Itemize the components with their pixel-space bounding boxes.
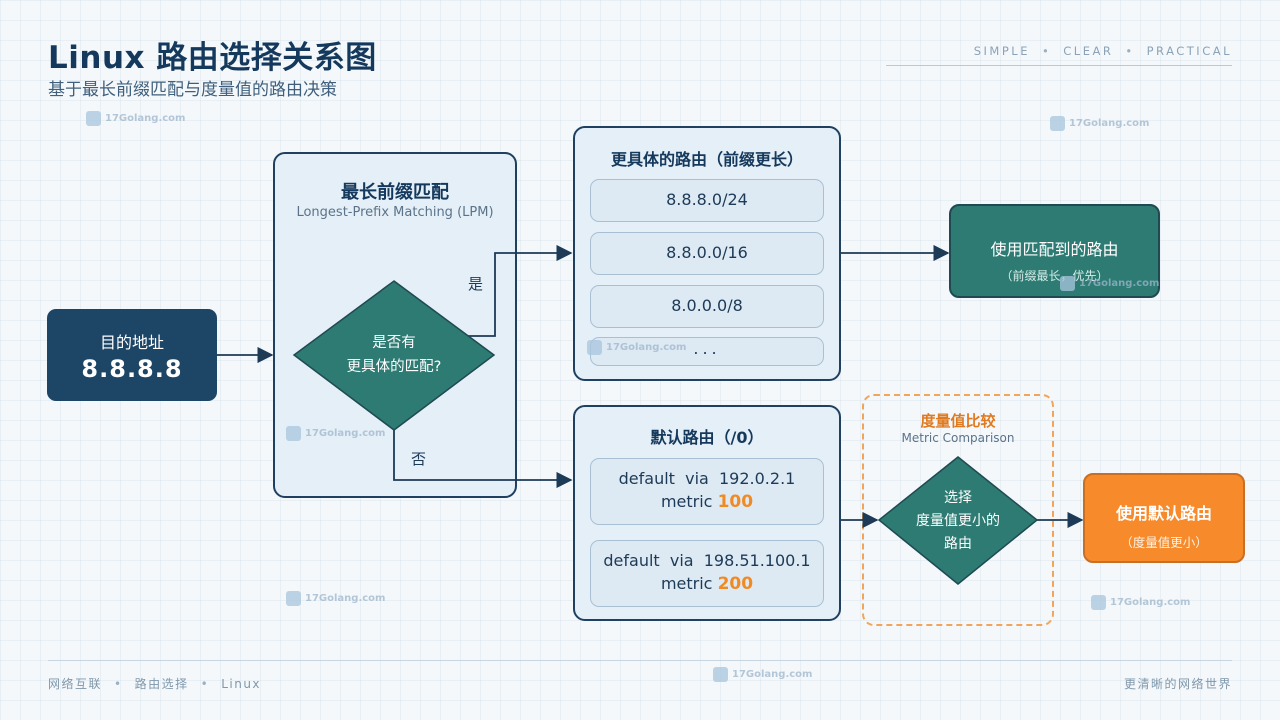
watermark: 17Golang.com (286, 591, 385, 606)
default-route-item: default via 192.0.2.1 metric 100 (590, 458, 824, 525)
watermark-logo-icon (1050, 116, 1065, 131)
watermark: 17Golang.com (1050, 116, 1149, 131)
no-label: 否 (411, 450, 427, 468)
watermark-logo-icon (286, 591, 301, 606)
decision-line: 是否有 (372, 335, 416, 351)
route-item: 8.8.8.0/24 (590, 179, 824, 222)
watermark-logo-icon (1091, 595, 1106, 610)
watermark: 17Golang.com (713, 667, 812, 682)
footer-divider (48, 660, 1232, 661)
tagline: SIMPLE•CLEAR•PRACTICAL (973, 44, 1232, 58)
lpm-title: 最长前缀匹配 (341, 182, 449, 203)
watermark: 17Golang.com (86, 111, 185, 126)
metric-decision-diamond (877, 456, 1039, 585)
metric-value: 200 (717, 574, 754, 594)
use-matched-title: 使用匹配到的路由 (990, 240, 1119, 259)
watermark: 17Golang.com (587, 340, 686, 355)
footer-item: Linux (221, 677, 262, 691)
default-route-line: default via 198.51.100.1 (603, 551, 811, 570)
use-default-title: 使用默认路由 (1115, 504, 1212, 523)
header-divider (886, 65, 1232, 66)
tagline-word: CLEAR (1063, 44, 1114, 58)
footer-left: 网络互联•路由选择•Linux (48, 677, 262, 691)
specific-routes-title: 更具体的路由（前缀更长） (610, 150, 803, 169)
metric-value: 100 (717, 492, 754, 512)
default-routes-title: 默认路由（/0） (650, 428, 764, 447)
watermark-logo-icon (86, 111, 101, 126)
arrow-yes (468, 244, 573, 337)
decision-line: 度量值更小的 (916, 513, 1000, 529)
use-default-note: （度量值更小） (1120, 535, 1208, 550)
watermark-logo-icon (1060, 276, 1075, 291)
destination-box: 目的地址 8.8.8.8 (47, 309, 217, 401)
use-matched-route-box: 使用匹配到的路由 （前缀最长，优先） (949, 204, 1160, 298)
watermark: 17Golang.com (1091, 595, 1190, 610)
metric-comparison-box (862, 394, 1054, 626)
use-default-route-box: 使用默认路由 （度量值更小） (1083, 473, 1245, 563)
footer-item: 网络互联 (48, 677, 103, 691)
destination-ip: 8.8.8.8 (81, 355, 183, 383)
metric-comparison-subtitle: Metric Comparison (901, 431, 1015, 445)
metric-comparison-title: 度量值比较 (920, 412, 996, 430)
metric-decision-text: 选择 度量值更小的 路由 (888, 487, 1028, 556)
use-matched-note: （前缀最长，优先） (1000, 269, 1109, 283)
route-ellipsis: ... (590, 337, 824, 366)
arrow-no (393, 430, 573, 489)
lpm-decision-diamond (292, 280, 496, 431)
watermark: 17Golang.com (1060, 276, 1159, 291)
lpm-subtitle: Longest-Prefix Matching (LPM) (296, 205, 494, 220)
lpm-decision-text: 是否有 更具体的匹配? (314, 331, 474, 379)
watermark-logo-icon (713, 667, 728, 682)
watermark-logo-icon (286, 426, 301, 441)
footer-item: 路由选择 (134, 677, 189, 691)
footer-right: 更清晰的网络世界 (1123, 677, 1232, 691)
decision-line: 更具体的匹配? (346, 359, 442, 375)
tagline-word: SIMPLE (973, 44, 1030, 58)
default-route-line: default via 192.0.2.1 (618, 469, 796, 488)
metric-label: metric (660, 492, 713, 511)
decision-line: 路由 (944, 536, 972, 552)
tagline-word: PRACTICAL (1146, 44, 1232, 58)
decision-line: 选择 (944, 490, 972, 506)
watermark: 17Golang.com (286, 426, 385, 441)
watermark-logo-icon (587, 340, 602, 355)
destination-label: 目的地址 (99, 333, 164, 352)
route-item: 8.8.0.0/16 (590, 232, 824, 275)
page-subtitle: 基于最长前缀匹配与度量值的路由决策 (48, 80, 337, 100)
default-route-item: default via 198.51.100.1 metric 200 (590, 540, 824, 607)
page-title: Linux 路由选择关系图 (48, 40, 377, 76)
metric-label: metric (660, 574, 713, 593)
route-item: 8.0.0.0/8 (590, 285, 824, 328)
yes-label: 是 (468, 275, 484, 293)
